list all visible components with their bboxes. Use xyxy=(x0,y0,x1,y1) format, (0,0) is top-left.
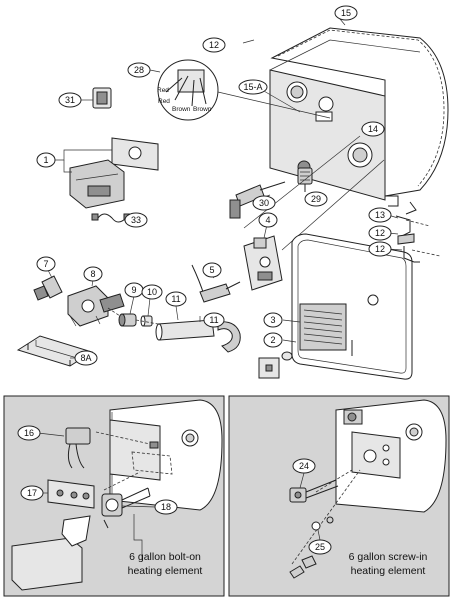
regulator-valve-part xyxy=(67,285,125,327)
svg-text:10: 10 xyxy=(147,287,157,297)
wire-label-red-2: Red xyxy=(158,98,170,105)
callout-8a: 8A xyxy=(74,350,98,366)
inset-bolt-on-panel xyxy=(3,395,225,597)
right-inset-caption-line2: heating element xyxy=(351,565,426,577)
svg-text:5: 5 xyxy=(209,265,214,275)
callout-33: 33 xyxy=(124,212,148,228)
left-inset-caption-line1: 6 gallon bolt-on xyxy=(129,551,201,563)
callout-17: 17 xyxy=(20,485,44,501)
svg-text:9: 9 xyxy=(131,285,136,295)
svg-text:12: 12 xyxy=(209,40,219,50)
wire-label-brown-2: Brown xyxy=(193,106,212,113)
inlet-fitting-part xyxy=(33,275,63,301)
callout-31: 31 xyxy=(58,92,82,108)
callout-13: 13 xyxy=(368,207,392,223)
thermocouple-part xyxy=(191,264,241,303)
callout-12b: 12 xyxy=(368,225,392,241)
callout-16: 16 xyxy=(17,425,41,441)
svg-text:15-A: 15-A xyxy=(243,82,262,92)
callout-25: 25 xyxy=(308,539,332,555)
svg-text:12: 12 xyxy=(375,244,385,254)
svg-text:4: 4 xyxy=(265,215,270,225)
gas-valve-module xyxy=(243,235,283,291)
callout-7: 7 xyxy=(36,256,56,272)
svg-text:25: 25 xyxy=(315,542,325,552)
glass-disc-part xyxy=(258,357,280,379)
callout-10: 10 xyxy=(141,284,163,300)
callout-24: 24 xyxy=(292,458,316,474)
callout-14: 14 xyxy=(361,121,385,137)
burner-nozzle-part xyxy=(297,167,313,192)
callout-11a: 11 xyxy=(165,291,187,307)
svg-text:12: 12 xyxy=(375,228,385,238)
svg-text:8A: 8A xyxy=(80,353,91,363)
access-door-panel xyxy=(291,233,413,380)
water-heater-tank xyxy=(269,27,449,207)
svg-text:14: 14 xyxy=(368,124,378,134)
svg-text:7: 7 xyxy=(43,259,48,269)
svg-text:3: 3 xyxy=(270,315,275,325)
callout-2: 2 xyxy=(263,332,283,348)
svg-text:16: 16 xyxy=(24,428,34,438)
svg-text:1: 1 xyxy=(43,155,48,165)
svg-text:33: 33 xyxy=(131,215,141,225)
pilot-assembly-part xyxy=(229,181,286,219)
callout-30: 30 xyxy=(252,195,276,211)
inset-screw-in-panel xyxy=(228,395,450,597)
wire-harness-part xyxy=(91,213,131,223)
right-inset-caption-line1: 6 gallon screw-in xyxy=(349,551,428,563)
switch-part xyxy=(92,87,112,109)
callout-4: 4 xyxy=(258,212,278,228)
burner-tube-part xyxy=(155,319,241,353)
svg-text:11: 11 xyxy=(171,294,180,304)
callout-5: 5 xyxy=(202,262,222,278)
orifice-fittings xyxy=(118,313,153,327)
svg-text:24: 24 xyxy=(299,461,309,471)
svg-text:2: 2 xyxy=(270,335,275,345)
svg-text:17: 17 xyxy=(27,488,37,498)
callout-15a: 15-A xyxy=(238,79,268,95)
thermostat-wire-detail: Red Red Brown Brown xyxy=(157,59,219,121)
svg-text:28: 28 xyxy=(134,65,144,75)
mounting-brackets xyxy=(395,201,441,263)
svg-text:15: 15 xyxy=(341,8,351,18)
wire-label-brown-1: Brown xyxy=(172,106,191,113)
callout-3: 3 xyxy=(263,312,283,328)
control-cover-part xyxy=(69,137,159,209)
callout-12a: 12 xyxy=(202,37,226,53)
callout-28: 28 xyxy=(127,62,151,78)
svg-text:31: 31 xyxy=(65,95,75,105)
callout-1: 1 xyxy=(36,152,56,168)
callout-15: 15 xyxy=(334,5,358,21)
svg-text:29: 29 xyxy=(311,194,321,204)
svg-text:11: 11 xyxy=(209,315,218,325)
left-inset-caption-line2: heating element xyxy=(128,565,203,577)
callout-12c: 12 xyxy=(368,241,392,257)
callout-29: 29 xyxy=(304,191,328,207)
wire-label-red-1: Red xyxy=(157,87,169,94)
svg-text:13: 13 xyxy=(375,210,385,220)
svg-text:18: 18 xyxy=(161,502,171,512)
callout-11b: 11 xyxy=(203,312,225,328)
svg-text:8: 8 xyxy=(90,269,95,279)
callout-9: 9 xyxy=(124,282,144,298)
svg-text:30: 30 xyxy=(259,198,269,208)
callout-18: 18 xyxy=(154,499,178,515)
callout-8: 8 xyxy=(83,266,103,282)
